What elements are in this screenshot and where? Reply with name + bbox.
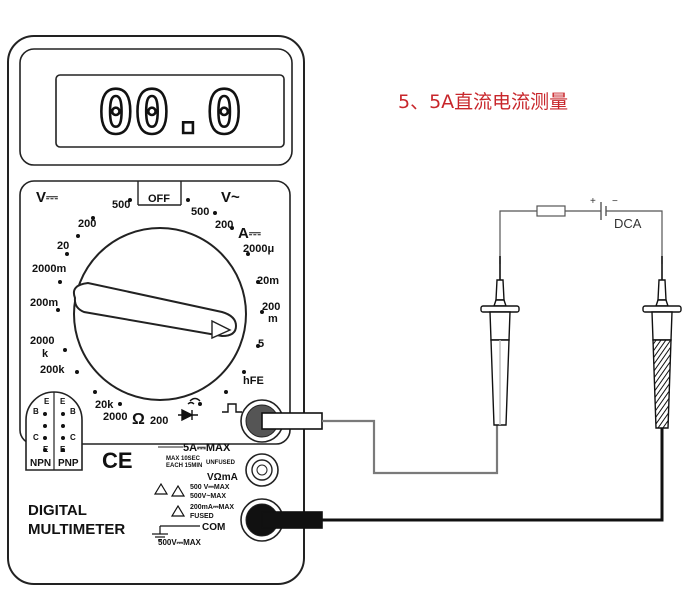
npn-pin-e-top: E	[44, 397, 50, 406]
dcv-2000m-label: 2000m	[32, 263, 66, 275]
jack-vohm-ma[interactable]	[245, 453, 279, 487]
black-lead-plug	[261, 511, 323, 529]
red-lead-plug	[261, 412, 323, 430]
pnp-label: PNP	[58, 458, 79, 469]
dcv-section-label: V⎓	[36, 189, 58, 206]
ohm-2000-label: 2000	[103, 411, 127, 423]
right-probe	[642, 256, 682, 429]
jack-com-label: COM	[202, 522, 225, 533]
black-lead-wire	[322, 428, 664, 522]
square-wave-icon	[222, 403, 242, 413]
warning-500v-dc: 500 V⎓MAX	[190, 484, 230, 491]
dcv-500-label: 500	[112, 199, 130, 211]
battery-icon	[600, 202, 607, 220]
dca-200-label: 200	[262, 301, 280, 313]
acv-section-label: V~	[221, 189, 240, 206]
brand-multimeter: MULTIMETER	[28, 521, 125, 538]
ohm-20k-label: 20k	[95, 399, 114, 411]
dcv-200m-label: 200m	[30, 297, 58, 309]
left-probe	[480, 256, 520, 426]
warning-fused: FUSED	[190, 513, 214, 520]
ohm-k-label: k	[42, 348, 49, 360]
hfe-label: hFE	[243, 375, 264, 387]
lcd-reading: 00.0	[98, 78, 243, 148]
dca-20m-label: 20m	[257, 275, 279, 287]
diagram-title: 5、5A直流电流测量	[398, 91, 568, 113]
note-each-15min: EACH 15MIN	[166, 463, 202, 469]
warning-200ma: 200mA⎓MAX	[190, 504, 234, 511]
dcv-20-label: 20	[57, 240, 69, 252]
ground-max-label: 500V⎓MAX	[158, 538, 202, 547]
warning-icon	[170, 484, 186, 497]
dca-5-label: 5	[258, 338, 264, 350]
pnp-pin-c: C	[70, 433, 76, 442]
lcd-display	[55, 74, 285, 148]
jack-5a-label: 5A⎓MAX	[183, 442, 231, 454]
diode-buzzer-icon	[178, 397, 201, 422]
off-label: OFF	[148, 193, 170, 205]
note-unfused: UNFUSED	[206, 460, 236, 466]
acv-200-label: 200	[215, 219, 233, 231]
pnp-pin-b: B	[70, 407, 76, 416]
ce-mark: CE	[102, 448, 133, 473]
ohm-200-label: 200	[150, 415, 168, 427]
dca-2000u-label: 2000μ	[243, 243, 274, 255]
load-label: DCA	[614, 216, 642, 231]
dcv-200-label: 200	[78, 218, 96, 230]
dca-m-label: m	[268, 313, 278, 325]
dca-section-label: A⎓	[238, 225, 261, 242]
ohm-2000k-label: 2000	[30, 335, 54, 347]
npn-label: NPN	[30, 458, 51, 469]
ohm-200k-label: 200k	[40, 364, 65, 376]
ground-icon	[152, 525, 200, 541]
resistor-icon	[536, 205, 566, 217]
note-max-10sec: MAX 10SEC	[166, 456, 201, 462]
npn-pin-c: C	[33, 433, 39, 442]
battery-minus: −	[612, 196, 618, 207]
dial-pointer	[72, 281, 238, 340]
jack-vohm-label: VΩmA	[207, 472, 238, 483]
npn-pin-b: B	[33, 407, 39, 416]
warning-icon	[153, 482, 169, 495]
warning-icon	[170, 504, 186, 517]
pnp-pin-e-top: E	[60, 397, 66, 406]
multimeter-body: 00.0 V⎓ 500 OFF V~ 500 200	[7, 35, 305, 585]
battery-plus: +	[590, 196, 596, 207]
acv-500-label: 500	[191, 206, 209, 218]
transistor-socket[interactable]: E B C E E B C E NPN PNP	[25, 391, 83, 471]
brand-digital: DIGITAL	[28, 502, 87, 519]
ohm-symbol-label: Ω	[132, 411, 145, 428]
red-lead-wire	[322, 419, 499, 475]
warning-500v-ac: 500V~MAX	[190, 493, 226, 500]
circuit: + − DCA	[499, 196, 663, 264]
